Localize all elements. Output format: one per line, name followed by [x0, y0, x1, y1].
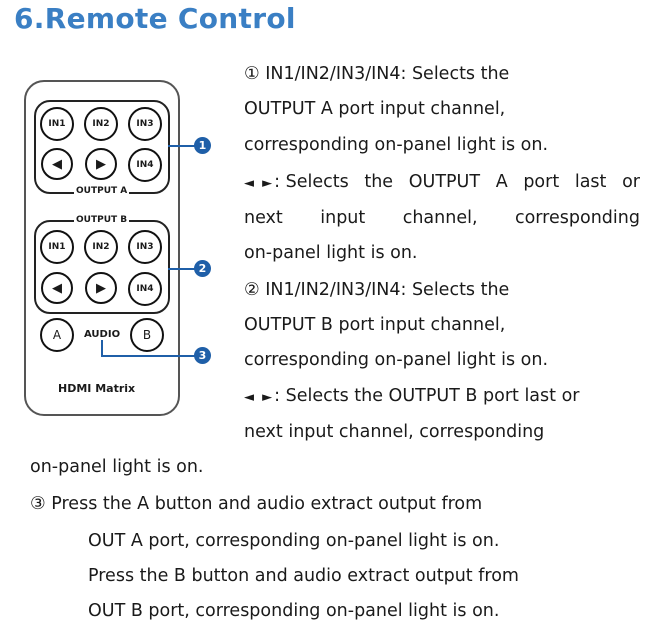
arrows-icon-b: ◄ ► — [244, 390, 275, 405]
callout-2-leader — [168, 268, 196, 270]
callout-1-icon: 1 — [194, 137, 211, 154]
output-a-in3-button: IN3 — [128, 107, 162, 141]
output-b-right-arrow-icon: ▶ — [85, 272, 117, 304]
callout-3-vleader — [101, 340, 103, 356]
p2-line-1: ◄ ►: Selects the OUTPUT A port last or — [244, 172, 640, 192]
output-b-in4-button: IN4 — [128, 272, 162, 306]
p3-line-2: OUTPUT B port input channel, — [244, 315, 506, 335]
p4-line-1: ◄ ►: Selects the OUTPUT B port last or — [244, 386, 580, 406]
p5-line-1: ③ Press the A button and audio extract o… — [30, 494, 483, 514]
p4-line-2: next input channel, corresponding — [244, 422, 545, 442]
audio-label: AUDIO — [84, 329, 121, 340]
p1-line-2: OUTPUT A port input channel, — [244, 99, 506, 119]
remote-control: IN1 IN2 IN3 ◀ ▶ IN4 OUTPUT A OUTPUT B IN… — [24, 80, 180, 416]
p1-line-1: ① IN1/IN2/IN3/IN4: Selects the — [244, 64, 510, 84]
callout-1-leader — [168, 145, 196, 147]
callout-3-icon: 3 — [194, 347, 211, 364]
output-a-left-arrow-icon: ◀ — [41, 148, 73, 180]
p2-line-3: on-panel light is on. — [244, 243, 418, 263]
output-a-label: OUTPUT A — [74, 186, 130, 196]
audio-b-button: B — [130, 318, 164, 352]
page-title: 6.Remote Control — [14, 2, 296, 35]
output-b-label: OUTPUT B — [74, 215, 130, 225]
p1-line-3: corresponding on-panel light is on. — [244, 135, 549, 155]
output-b-left-arrow-icon: ◀ — [41, 272, 73, 304]
output-b-in2-button: IN2 — [84, 230, 118, 264]
output-a-in2-button: IN2 — [84, 107, 118, 141]
p2-line-2: next input channel, corresponding — [244, 208, 640, 228]
output-a-in4-button: IN4 — [128, 148, 162, 182]
arrows-icon: ◄ ► — [244, 176, 275, 191]
p3-line-1: ② IN1/IN2/IN3/IN4: Selects the — [244, 280, 510, 300]
output-b-in3-button: IN3 — [128, 230, 162, 264]
output-a-in1-button: IN1 — [40, 107, 74, 141]
audio-a-button: A — [40, 318, 74, 352]
p5-line-2: OUT A port, corresponding on-panel light… — [88, 531, 500, 551]
output-a-group: IN1 IN2 IN3 ◀ ▶ IN4 OUTPUT A — [34, 100, 170, 196]
p5-line-4: OUT B port, corresponding on-panel light… — [88, 601, 500, 621]
output-a-right-arrow-icon: ▶ — [85, 148, 117, 180]
callout-2-icon: 2 — [194, 260, 211, 277]
p3-line-3: corresponding on-panel light is on. — [244, 350, 549, 370]
output-b-in1-button: IN1 — [40, 230, 74, 264]
p5-line-3: Press the B button and audio extract out… — [88, 566, 519, 586]
output-b-group: OUTPUT B IN1 IN2 IN3 ◀ ▶ IN4 — [34, 215, 170, 314]
callout-3-leader — [101, 355, 196, 357]
device-name: HDMI Matrix — [58, 382, 136, 395]
p4-line-3: on-panel light is on. — [30, 457, 204, 477]
